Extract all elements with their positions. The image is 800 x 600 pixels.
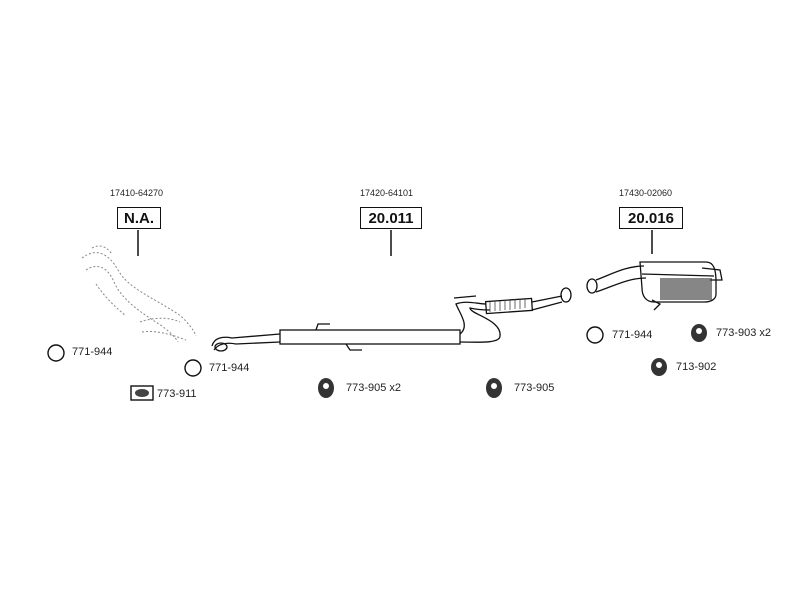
front-pipe-drawing	[81, 245, 197, 343]
hanger-label: 713-902	[676, 361, 717, 373]
clamp-icon	[130, 385, 154, 401]
part-code-box: N.A.	[117, 207, 161, 229]
hanger-label: 773-903 x2	[716, 327, 772, 339]
hanger-label: 773-905	[514, 382, 555, 394]
silencer-shade	[660, 278, 712, 300]
clamp-label: 773-911	[157, 388, 197, 400]
rubber-hanger-icon	[651, 358, 667, 376]
ring-icon	[47, 344, 65, 362]
rear-silencer-drawing	[586, 261, 723, 311]
ring-icon	[184, 359, 202, 377]
rubber-hanger-icon	[691, 324, 707, 342]
rubber-hanger-icon	[318, 378, 334, 398]
flex-section-hatch	[489, 298, 526, 312]
rubber-hanger-icon	[486, 378, 502, 398]
oem-number: 17410-64270	[110, 188, 164, 198]
ring-icon	[586, 326, 604, 344]
hanger-label: 773-905 x2	[346, 382, 402, 394]
part-code-box: 20.016	[619, 207, 683, 229]
ring-label: 771-944	[72, 346, 113, 358]
middle-pipe-drawing	[211, 287, 572, 352]
oem-number: 17420-64101	[360, 188, 414, 198]
oem-number: 17430-02060	[619, 188, 673, 198]
part-code-box: 20.011	[360, 207, 422, 229]
ring-label: 771-944	[612, 329, 653, 341]
ring-label: 771-944	[209, 362, 250, 374]
